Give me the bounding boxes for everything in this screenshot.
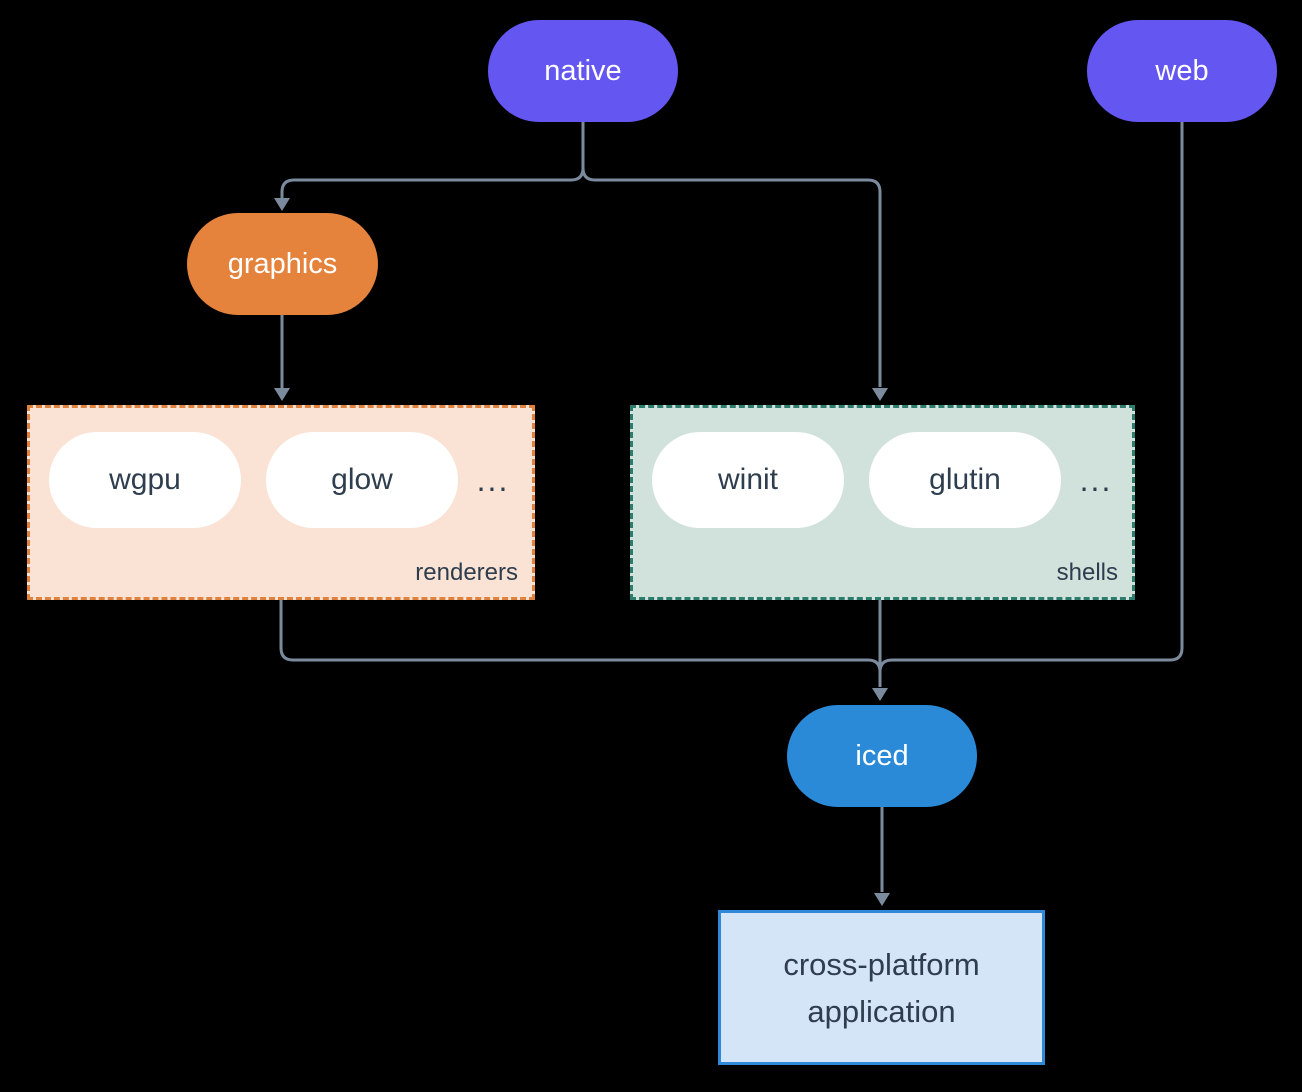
node-winit: winit	[652, 432, 844, 528]
node-graphics: graphics	[187, 213, 378, 315]
node-web: web	[1087, 20, 1277, 122]
arrowhead-renderers	[274, 388, 290, 401]
arrowhead-iced	[872, 688, 888, 701]
group-renderers: wgpu glow ... renderers	[27, 405, 535, 600]
renderers-group-label: renderers	[415, 559, 518, 586]
arrowhead-shells	[872, 388, 888, 401]
arrowhead-graphics	[274, 198, 290, 211]
app-label-line1: cross-platform	[783, 946, 980, 982]
group-shells: winit glutin ... shells	[630, 405, 1135, 600]
node-glutin: glutin	[869, 432, 1061, 528]
app-label-line2: application	[807, 993, 956, 1029]
node-glow: glow	[266, 432, 458, 528]
node-wgpu: wgpu	[49, 432, 241, 528]
edge-native-shells	[581, 122, 882, 387]
arrowhead-app	[874, 893, 890, 906]
shells-ellipsis: ...	[1079, 461, 1113, 498]
edge-renderers-iced	[279, 600, 882, 673]
edge-native-graphics	[280, 122, 585, 198]
renderers-ellipsis: ...	[476, 461, 510, 498]
shells-group-label: shells	[1056, 559, 1118, 586]
node-iced: iced	[787, 705, 977, 807]
node-native: native	[488, 20, 678, 122]
node-cross-platform-application: cross-platform application	[718, 910, 1045, 1065]
